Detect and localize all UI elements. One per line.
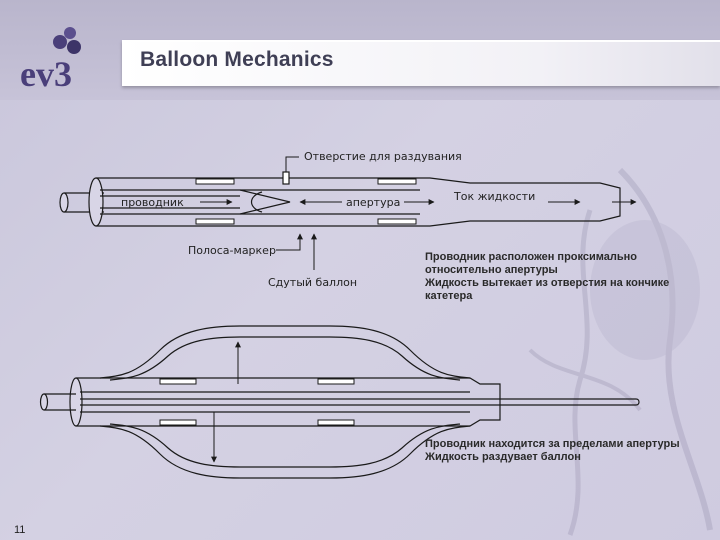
bottom-marker-band-4 [317, 419, 355, 426]
deflated-balloon-label: Сдутый баллон [268, 276, 358, 289]
guidewire-label: проводник [121, 196, 184, 209]
bottom-guidewire [80, 398, 636, 406]
bottom-shaft-outline [76, 377, 501, 427]
top-aperture-chevron [239, 189, 291, 215]
top-inflation-hole [282, 171, 290, 185]
top-note-line-1: Проводник расположен проксимально [425, 251, 637, 263]
bottom-marker-band-2 [317, 378, 355, 385]
bottom-arrows [211, 341, 241, 463]
bottom-balloon-inner-low [109, 423, 461, 468]
bottom-balloon-inner [109, 336, 461, 381]
logo-dot-3 [67, 40, 81, 54]
top-note-line-3: Жидкость вытекает из отверстия на кончик… [425, 277, 670, 289]
top-note-line-2: относительно апертуры [425, 264, 558, 276]
top-marker-band-2 [377, 178, 417, 185]
slide-number: 11 [14, 524, 26, 536]
top-marker-band-4 [377, 218, 417, 225]
bottom-balloon-outer-low [99, 425, 471, 479]
logo-dot-2 [64, 27, 76, 39]
bottom-marker-bands [159, 378, 355, 426]
inflation-hole-label: Отверстие для раздувания [304, 150, 462, 163]
fluid-flow-label: Ток жидкости [454, 190, 536, 203]
top-marker-pointer [276, 233, 303, 251]
ev3-logo: ev3 [20, 27, 81, 94]
bottom-note-line-1: Проводник находится за пределами апертур… [425, 438, 680, 450]
top-marker-band-1 [195, 178, 235, 185]
bottom-balloon-outer [99, 325, 471, 379]
bottom-shaft-end [69, 377, 83, 427]
top-marker-bands [195, 178, 417, 225]
top-inflation-pointer [285, 156, 299, 172]
bottom-wire-tip [635, 398, 640, 406]
bottom-inner-lumen [80, 391, 470, 413]
bottom-guidewire-tube [44, 393, 76, 411]
title-bar [122, 40, 720, 86]
slide-title: Balloon Mechanics [140, 48, 334, 71]
marker-band-label: Полоса-маркер [188, 244, 276, 257]
bottom-marker-band-1 [159, 378, 197, 385]
bottom-catheter [39, 325, 640, 479]
top-aperture-curve [250, 191, 263, 213]
logo-dot-1 [53, 35, 67, 49]
top-arrows [200, 156, 637, 270]
bottom-note-line-2: Жидкость раздувает баллон [425, 451, 581, 463]
watermark-anatomy [528, 167, 713, 536]
logo-text: ev3 [20, 54, 72, 94]
top-inner-lumen [100, 189, 420, 215]
top-shaft-end [88, 177, 104, 227]
bottom-guidewire-end [39, 393, 49, 411]
top-marker-band-3 [195, 218, 235, 225]
top-guidewire-end [59, 192, 69, 213]
bottom-marker-band-3 [159, 419, 197, 426]
aperture-label: апертура [346, 196, 401, 209]
top-inner-wire [100, 195, 240, 209]
top-note-line-4: катетера [425, 290, 473, 302]
